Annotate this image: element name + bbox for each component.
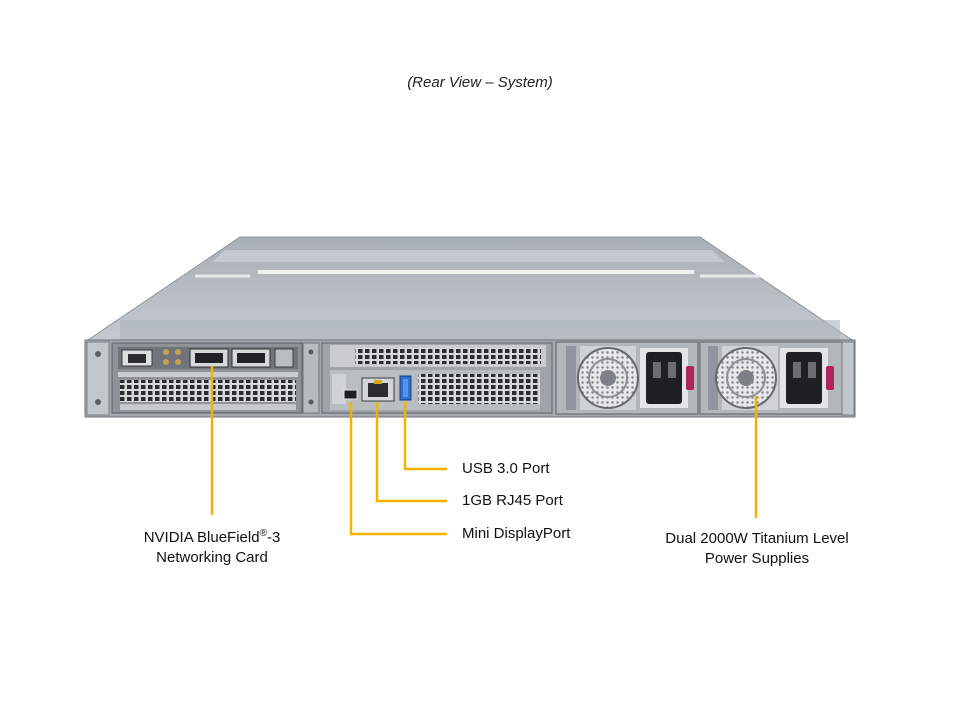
label-usb-port: USB 3.0 Port bbox=[462, 460, 550, 477]
label-mini-displayport: Mini DisplayPort bbox=[462, 525, 571, 542]
label-rj45-port: 1GB RJ45 Port bbox=[462, 492, 563, 509]
callout-lines bbox=[210, 366, 758, 536]
callout-line-displayport bbox=[349, 402, 447, 536]
mini-displayport bbox=[343, 389, 358, 400]
callout-line-rj45 bbox=[375, 402, 447, 503]
label-bluefield-card: NVIDIA BlueField®-3 Networking Card bbox=[143, 528, 281, 566]
label-power-supplies: Dual 2000W Titanium Level Power Supplies bbox=[665, 530, 849, 567]
diagram-caption: (Rear View – System) bbox=[407, 74, 553, 91]
callout-line-usb bbox=[403, 402, 447, 471]
